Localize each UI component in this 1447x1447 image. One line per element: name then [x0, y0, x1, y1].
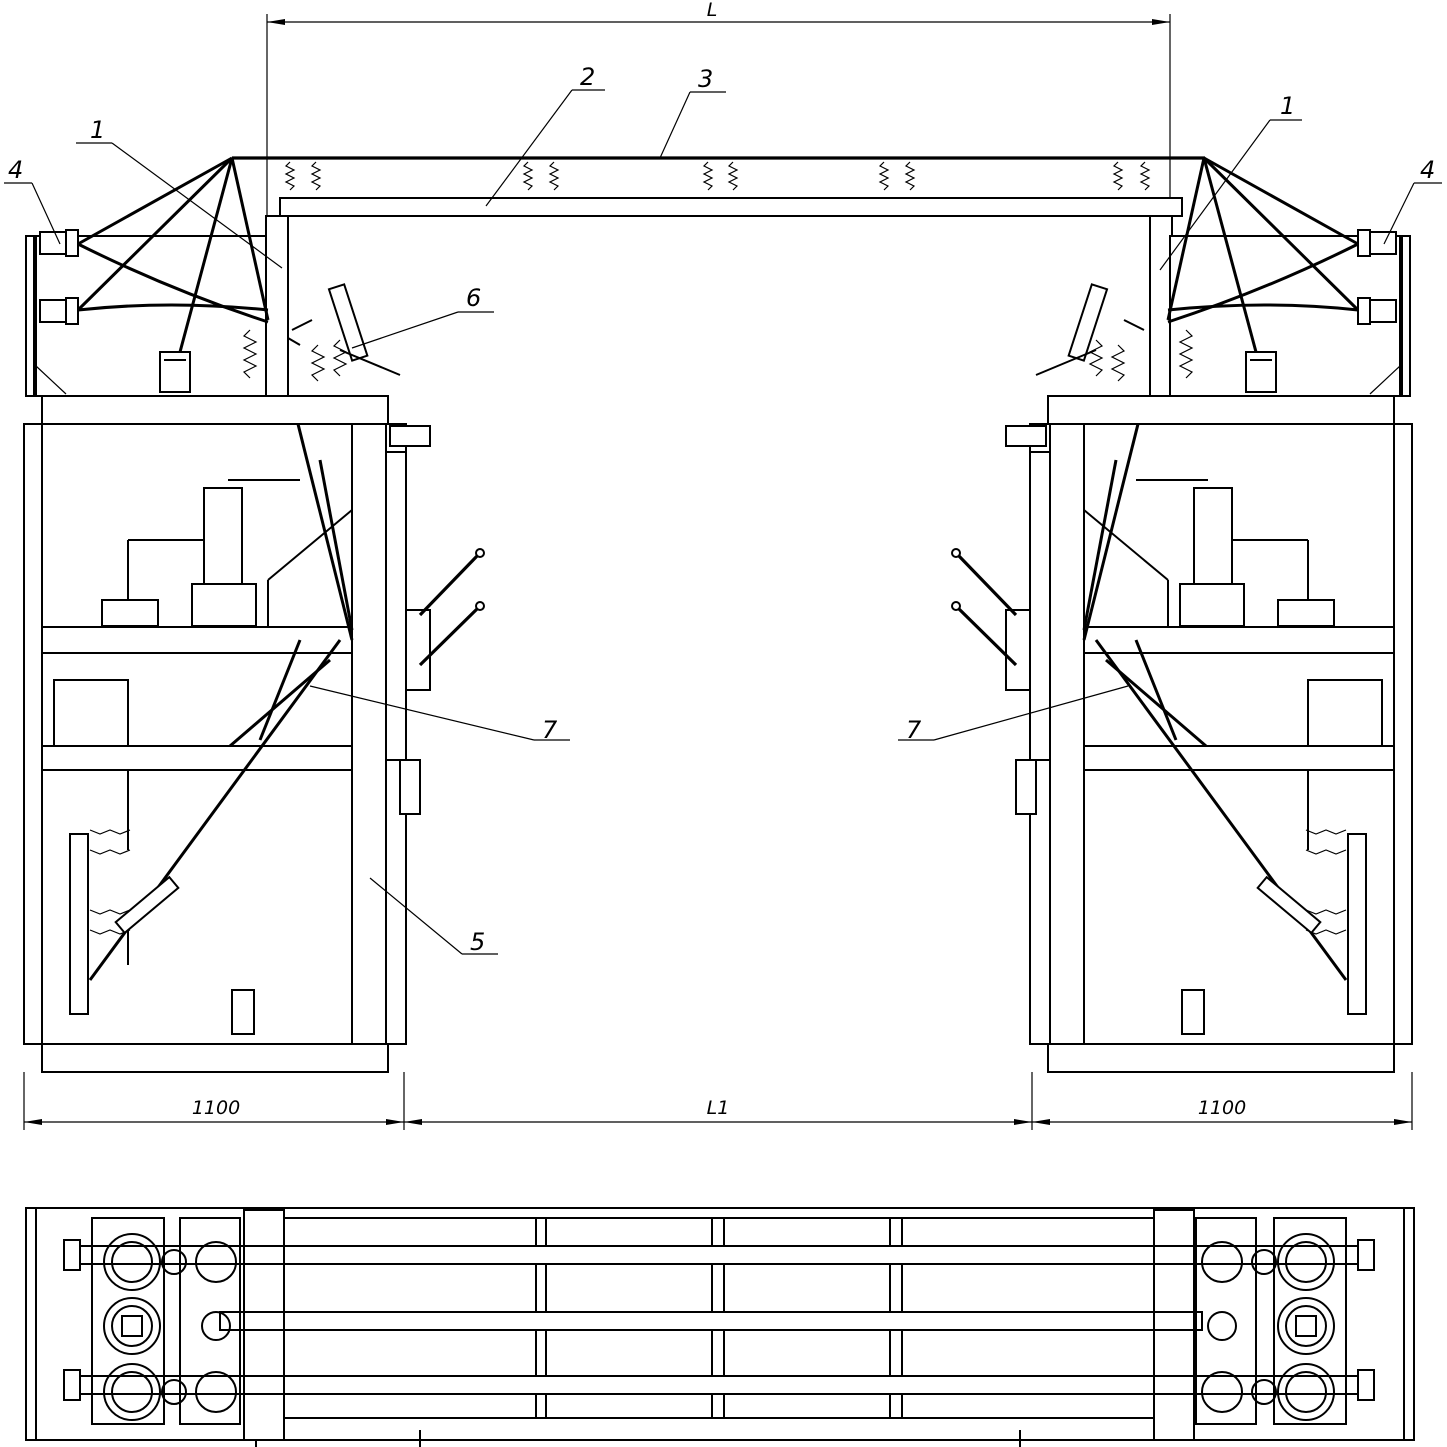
callout-5: 5	[470, 928, 485, 956]
left-top-insulator	[159, 351, 191, 393]
callout-6: 6	[466, 284, 481, 312]
bridge-beam	[279, 197, 1183, 217]
plan-busbar-2	[219, 1311, 1203, 1331]
callout-1-right: 1	[1280, 92, 1295, 120]
dimension-label-right-width: 1100	[1198, 1097, 1246, 1119]
insulator-springs	[284, 161, 1151, 191]
plan-right-bushings	[1201, 1233, 1335, 1421]
plan-left-bushings	[103, 1233, 237, 1421]
left-disconnector	[242, 283, 401, 382]
bridge-post-left	[265, 215, 289, 397]
callout-4-right: 4	[1420, 156, 1435, 184]
plan-busbar-1	[77, 1245, 1361, 1265]
callout-3: 3	[698, 65, 713, 93]
left-aux-box	[53, 679, 129, 747]
left-handles	[389, 425, 485, 691]
left-ct	[101, 599, 159, 627]
dimension-top: L	[266, 0, 1171, 230]
left-shelf-lower	[41, 745, 353, 771]
callouts: 1 2 3 1 4 4 6 7 7 5	[4, 63, 1442, 956]
plan-busbar-3	[77, 1375, 1361, 1395]
callout-7-right: 7	[906, 716, 922, 744]
bridge-post-right	[1149, 215, 1173, 397]
left-column	[351, 423, 387, 1045]
right-cabinet	[951, 156, 1413, 1073]
plan-view	[25, 1207, 1415, 1447]
left-cables	[76, 156, 270, 353]
dimension-label-left-width: 1100	[192, 1097, 240, 1119]
left-top-frame	[41, 395, 389, 425]
dimension-bottom: 1100 L1 1100	[23, 1072, 1413, 1130]
dimension-label-l: L	[707, 0, 718, 21]
left-bushing-lower	[39, 297, 79, 325]
left-bushing-upper	[39, 229, 79, 257]
left-shelf-upper	[41, 626, 353, 654]
callout-4-left: 4	[8, 156, 23, 184]
dimension-label-l1: L1	[707, 1097, 730, 1119]
callout-1-left: 1	[90, 116, 105, 144]
left-breaker	[203, 487, 243, 585]
busbar-bridge	[232, 156, 1205, 397]
callout-2: 2	[580, 63, 595, 91]
left-cabinet	[23, 156, 485, 1073]
left-base	[41, 1043, 389, 1073]
callout-7-left: 7	[542, 716, 558, 744]
